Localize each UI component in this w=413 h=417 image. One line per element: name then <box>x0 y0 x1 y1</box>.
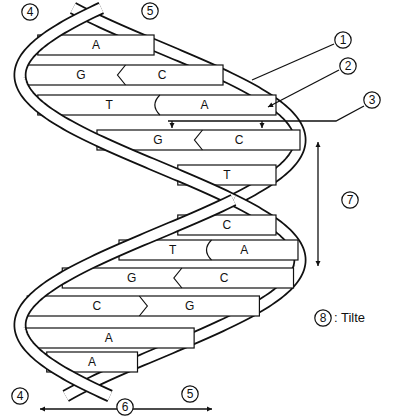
leader-line <box>317 142 318 266</box>
arrowhead <box>260 123 265 128</box>
base-letter: A <box>201 98 209 112</box>
callout-text: 2 <box>339 57 357 75</box>
callout-text: 1 <box>334 31 352 49</box>
backbone-strand <box>20 8 233 200</box>
callout-ring <box>182 386 198 402</box>
callout-ring <box>117 399 133 415</box>
base-letter: G <box>153 133 162 147</box>
callout-number: 1 <box>334 31 352 49</box>
leader-line <box>252 44 334 80</box>
callout-number: 5 <box>141 2 159 20</box>
base-letter: T <box>169 243 176 257</box>
callout-text: 5 <box>141 2 159 20</box>
base-letter: G <box>127 271 136 285</box>
callout-ring <box>22 4 38 20</box>
callout-text: 8 <box>314 309 332 327</box>
base-letter: A <box>92 38 100 52</box>
callout-number: 3 <box>363 91 381 109</box>
strand-outline <box>20 200 233 396</box>
callout-number: 7 <box>341 191 359 209</box>
strand-fill <box>20 200 233 396</box>
base-letter: C <box>220 271 229 285</box>
leader-line <box>268 70 339 107</box>
callout-number: 6 <box>116 398 134 416</box>
base-bond <box>139 296 147 316</box>
base-rung <box>23 328 194 348</box>
callout-number: 8 <box>314 309 332 327</box>
callout-number: 5 <box>181 385 199 403</box>
base-rung <box>62 268 293 288</box>
callout-ring <box>142 3 158 19</box>
callout-ring <box>364 92 380 108</box>
base-letter: T <box>106 98 113 112</box>
callout-text: 5 <box>181 385 199 403</box>
base-bond <box>174 268 182 288</box>
base-rung <box>20 65 223 85</box>
leader-lines <box>40 44 364 412</box>
callout-text: 6 <box>116 398 134 416</box>
base-letter: C <box>235 133 244 147</box>
arrowhead <box>316 261 321 266</box>
callout-text: 7 <box>341 191 359 209</box>
callout-number: 4 <box>21 3 39 21</box>
leader-line <box>168 106 364 121</box>
base-bond <box>155 95 160 115</box>
arrowhead <box>207 407 212 412</box>
base-bond <box>194 130 202 150</box>
base-rung <box>38 95 276 115</box>
callout-number: 2 <box>339 57 357 75</box>
callout-ring <box>12 388 28 404</box>
backbone-strand <box>20 200 233 396</box>
callout-ring <box>340 58 356 74</box>
base-bond <box>118 65 126 85</box>
base-letter: G <box>185 299 194 313</box>
base-rung <box>27 296 259 316</box>
callout-number: 4 <box>11 387 29 405</box>
base-letter: C <box>158 68 167 82</box>
arrowhead <box>316 142 321 147</box>
strand-fill <box>20 8 233 200</box>
arrowhead <box>170 123 175 128</box>
base-letter: A <box>240 243 248 257</box>
base-letter: G <box>76 68 85 82</box>
base-letter: A <box>105 331 113 345</box>
base-letter: C <box>93 299 102 313</box>
strand-outline <box>20 8 233 200</box>
base-letter: A <box>88 355 96 369</box>
arrowhead <box>268 102 274 107</box>
base-pairs <box>20 35 300 372</box>
base-letter: C <box>223 218 232 232</box>
callout-ring <box>335 32 351 48</box>
callout-text: 4 <box>11 387 29 405</box>
callout-ring <box>315 310 331 326</box>
callout-text: 3 <box>363 91 381 109</box>
title-label: : Tilte <box>334 311 365 325</box>
callout-ring <box>342 192 358 208</box>
callout-text: 4 <box>21 3 39 21</box>
arrowhead <box>40 407 45 412</box>
base-letter: T <box>223 168 230 182</box>
base-bond <box>206 240 211 260</box>
